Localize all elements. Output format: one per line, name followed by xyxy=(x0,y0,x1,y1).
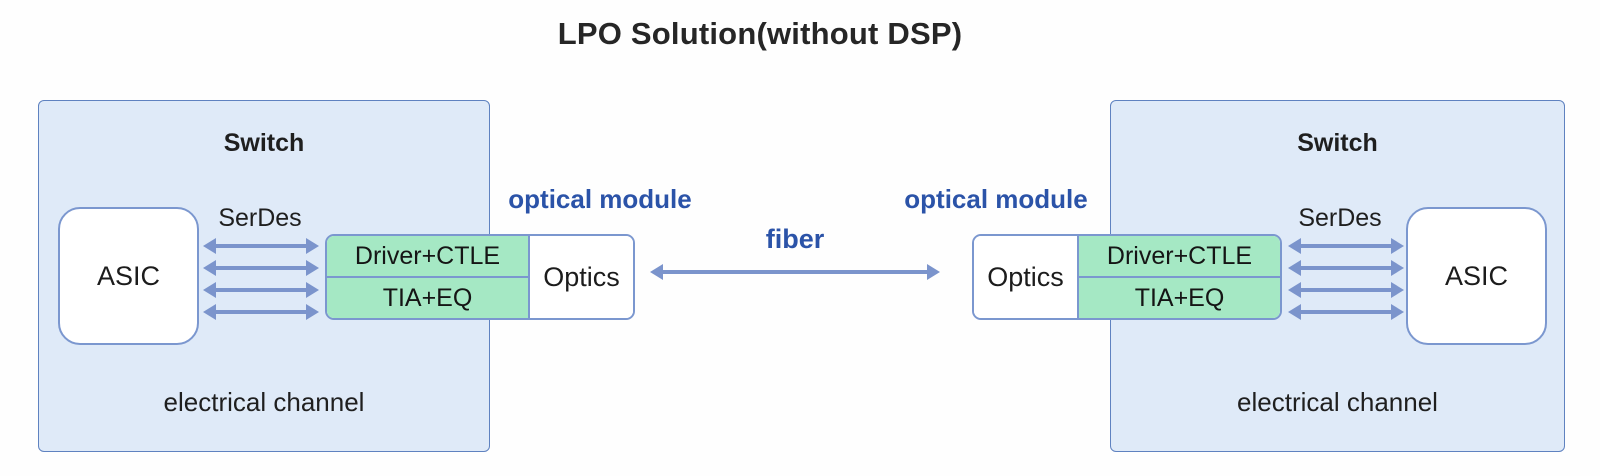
asic-box-right: ASIC xyxy=(1406,207,1547,345)
optics-cell-left: Optics xyxy=(530,236,633,318)
serdes-arrow xyxy=(203,238,319,254)
serdes-arrow xyxy=(203,304,319,320)
serdes-arrow xyxy=(1288,260,1404,276)
optics-cell-right: Optics xyxy=(974,236,1077,318)
serdes-lanes-left xyxy=(203,238,319,320)
electrical-channel-label-left: electrical channel xyxy=(163,387,365,417)
serdes-arrow xyxy=(1288,304,1404,320)
diagram-title: LPO Solution(without DSP) xyxy=(557,16,963,51)
tia-eq-cell-left: TIA+EQ xyxy=(327,278,528,318)
serdes-arrow xyxy=(203,282,319,298)
module-electrical-cells-right: Driver+CTLE TIA+EQ xyxy=(1077,236,1280,318)
fiber-label: fiber xyxy=(765,224,825,254)
switch-label-left: Switch xyxy=(223,129,305,157)
driver-ctle-cell-right: Driver+CTLE xyxy=(1079,236,1280,278)
tia-eq-cell-right: TIA+EQ xyxy=(1079,278,1280,318)
driver-ctle-cell-left: Driver+CTLE xyxy=(327,236,528,278)
asic-box-left: ASIC xyxy=(58,207,199,345)
optical-module-label-right: optical module xyxy=(904,184,1088,214)
electrical-channel-label-right: electrical channel xyxy=(1237,387,1438,417)
serdes-label-left: SerDes xyxy=(218,204,302,232)
serdes-arrow xyxy=(1288,282,1404,298)
serdes-arrow xyxy=(1288,238,1404,254)
switch-label-right: Switch xyxy=(1297,129,1378,157)
serdes-lanes-right xyxy=(1288,238,1404,320)
module-electrical-cells-left: Driver+CTLE TIA+EQ xyxy=(327,236,530,318)
optical-module-left: Driver+CTLE TIA+EQ Optics xyxy=(325,234,635,320)
optical-module-label-left: optical module xyxy=(508,184,692,214)
optical-module-right: Optics Driver+CTLE TIA+EQ xyxy=(972,234,1282,320)
serdes-label-right: SerDes xyxy=(1298,204,1382,232)
fiber-arrow xyxy=(650,264,940,280)
serdes-arrow xyxy=(203,260,319,276)
